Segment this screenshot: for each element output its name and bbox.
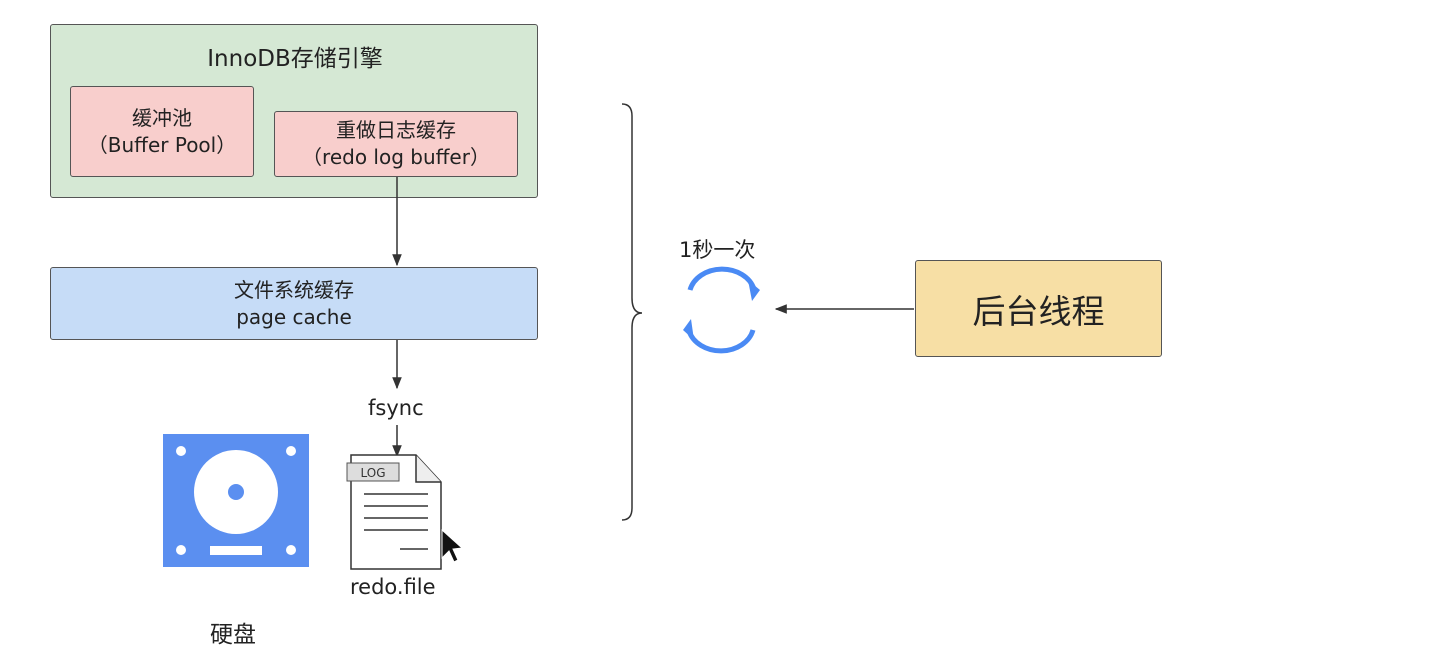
redo-log-buffer-sublabel: （redo log buffer） bbox=[302, 145, 490, 169]
redo-log-buffer-box: 重做日志缓存 （redo log buffer） bbox=[274, 111, 518, 177]
page-cache-box: 文件系统缓存 page cache bbox=[50, 267, 538, 340]
log-tag-text: LOG bbox=[360, 466, 385, 480]
disk-label: 硬盘 bbox=[210, 622, 256, 648]
mouse-cursor-icon bbox=[441, 528, 464, 563]
page-cache-label: 文件系统缓存 bbox=[234, 277, 354, 302]
background-thread-label: 后台线程 bbox=[972, 291, 1105, 331]
refresh-cycle-icon bbox=[683, 266, 760, 354]
interval-label: 1秒一次 bbox=[679, 238, 756, 262]
buffer-pool-sublabel: （Buffer Pool） bbox=[87, 132, 237, 157]
innodb-title: InnoDB存储引擎 bbox=[207, 46, 383, 72]
curly-brace bbox=[621, 103, 643, 521]
hard-disk-icon bbox=[163, 434, 309, 567]
buffer-pool-label: 缓冲池 bbox=[132, 105, 192, 130]
background-thread-box: 后台线程 bbox=[915, 260, 1162, 357]
fsync-label: fsync bbox=[368, 396, 424, 420]
page-cache-sublabel: page cache bbox=[236, 304, 352, 329]
redo-log-buffer-label: 重做日志缓存 bbox=[336, 118, 456, 142]
log-file-icon: LOG bbox=[346, 454, 442, 570]
redo-file-label: redo.file bbox=[350, 575, 436, 599]
buffer-pool-box: 缓冲池 （Buffer Pool） bbox=[70, 86, 254, 177]
